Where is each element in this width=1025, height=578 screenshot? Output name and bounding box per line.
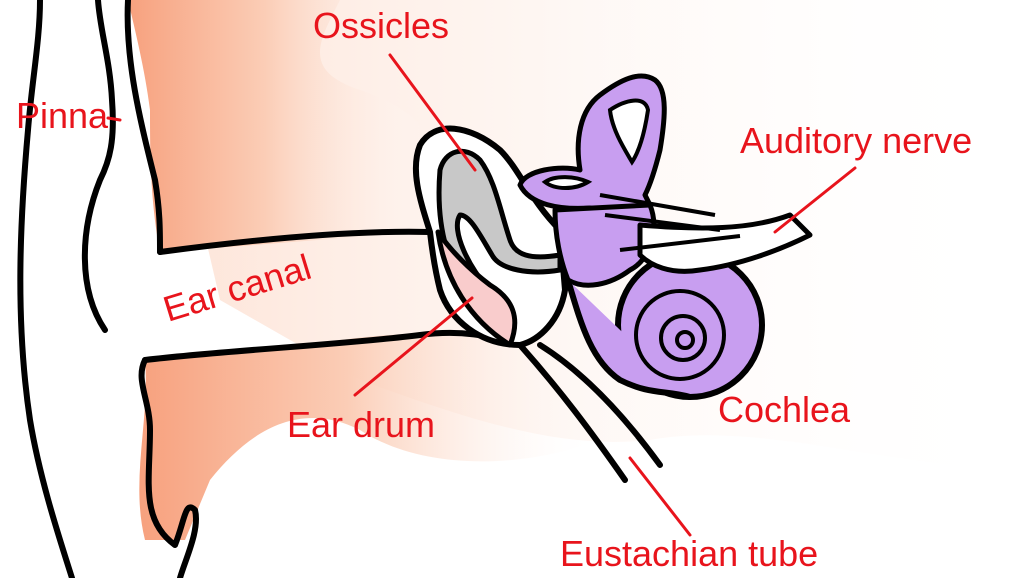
ossicles-leader [388,53,477,172]
earlobe-flesh [139,333,600,540]
semicircular-canal-holes [541,98,651,190]
auditory-nerve-fibers [599,193,741,252]
pinna-outer-outline [17,0,75,578]
label-pinna: Pinna [16,95,109,136]
eustachian-tube-leader [628,456,692,537]
eustachian-tube-outline [517,342,628,483]
earlobe-outline [138,357,199,578]
pinna-inner-outline [81,0,116,333]
ear-drum-leader [353,296,474,397]
ear-canal-upper-wall [157,228,433,255]
pinna-leader [106,116,122,122]
pinna-upper-flesh [128,0,433,252]
label-auditory-nerve: Auditory nerve [740,120,972,161]
auditory-nerve-leader [773,166,857,234]
label-eustachian-tube: Eustachian tube [560,533,818,574]
label-cochlea: Cochlea [718,389,851,430]
pinna-fold-outline [124,0,163,255]
eustachian-tube-outline-2 [537,342,663,468]
ear-drum-shape [435,229,518,348]
label-ear-drum: Ear drum [287,404,435,445]
label-ossicles: Ossicles [313,5,449,46]
